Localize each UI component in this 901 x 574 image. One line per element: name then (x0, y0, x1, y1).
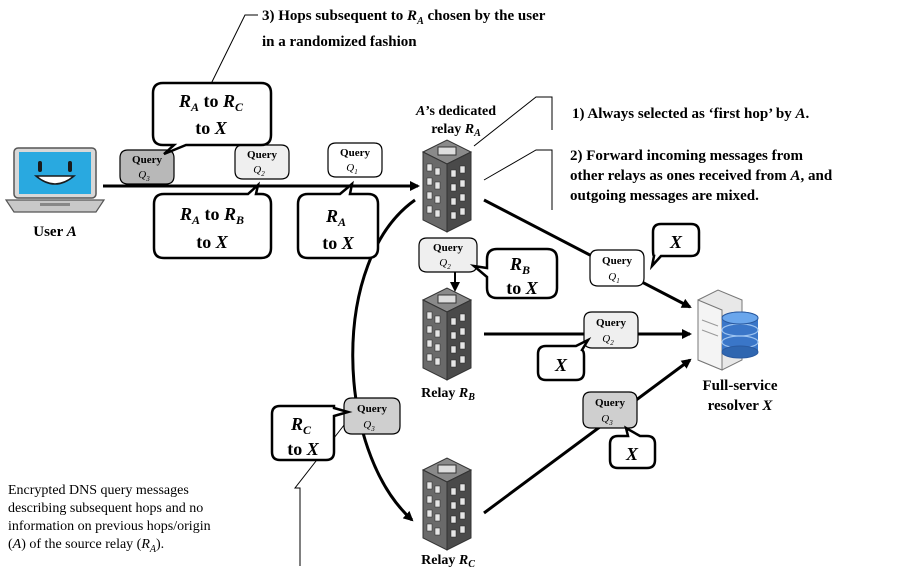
bubble-x-q2: X (536, 336, 592, 382)
query-box-q1-path: Query Q1 (589, 249, 645, 287)
resolver-label-line1: Full-service (703, 378, 778, 394)
svg-text:to X: to X (195, 118, 228, 138)
svg-text:Query: Query (596, 317, 626, 329)
resolver-label-line2: resolver X (708, 398, 774, 414)
encrypted-query-caption: Encrypted DNS query messages describing … (8, 483, 211, 555)
leader-line-note-2 (483, 149, 553, 210)
arrow-relay-a-to-resolver (483, 198, 692, 309)
svg-text:RB: RB (509, 254, 530, 277)
relay-b-building-icon (421, 287, 473, 381)
svg-text:Q1: Q1 (608, 271, 619, 285)
bubble-ra-to-rc-to-x: RA to RC to X (151, 81, 273, 156)
query-box-q3-path: Query Q3 (582, 391, 638, 429)
svg-text:RA: RA (325, 206, 346, 229)
user-label: User A (33, 224, 76, 240)
bubble-rb-to-x: RB to X (469, 247, 559, 300)
arrow-relay-a-to-relay-c (351, 198, 416, 522)
svg-text:to X: to X (322, 233, 355, 253)
bubble-ra-to-x: RA to X (296, 180, 380, 260)
svg-text:Q1: Q1 (346, 162, 357, 176)
svg-text:Q3: Q3 (138, 169, 150, 183)
svg-text:RA to RC: RA to RC (178, 91, 244, 114)
svg-text:Query: Query (602, 255, 632, 267)
server-database-icon (697, 289, 759, 371)
svg-text:Query: Query (433, 242, 463, 254)
query-box-q1-top: Query Q1 (327, 142, 383, 178)
svg-text:to X: to X (196, 232, 229, 252)
query-box-q3-curve: Query Q3 (343, 397, 401, 435)
svg-text:Query: Query (132, 154, 162, 166)
bubble-ra-to-rb-to-x: RA to RB to X (152, 181, 273, 260)
query-box-q2-relay-a: Query Q2 (418, 237, 478, 273)
leader-line-note-3 (206, 14, 258, 93)
svg-text:Q2: Q2 (439, 257, 451, 271)
svg-text:X: X (554, 355, 568, 375)
svg-text:to X: to X (506, 278, 539, 298)
svg-text:X: X (669, 232, 683, 252)
note-first-hop: 1) Always selected as ‘first hop’ by A. (572, 106, 810, 122)
svg-text:Q2: Q2 (253, 164, 265, 178)
note-hops-randomized: 3) Hops subsequent to RA chosen by the u… (262, 8, 546, 50)
query-box-q2-top: Query Q2 (234, 144, 290, 180)
svg-text:Q2: Q2 (602, 333, 614, 347)
svg-text:to X: to X (287, 439, 320, 459)
relay-a-building-icon (421, 139, 473, 233)
note-forward-mixed: 2) Forward incoming messages from other … (570, 148, 833, 204)
relay-a-label-line2: relay RA (431, 122, 481, 139)
svg-text:Query: Query (357, 403, 387, 415)
svg-text:Query: Query (247, 149, 277, 161)
svg-text:Q3: Q3 (601, 413, 613, 427)
relay-b-label: Relay RB (421, 386, 475, 403)
bubble-x-q1: X (649, 222, 701, 271)
relay-c-building-icon (421, 457, 473, 551)
bubble-x-q3: X (608, 425, 657, 470)
laptop-icon (4, 147, 106, 213)
leader-line-note-1 (473, 96, 553, 147)
svg-text:Query: Query (595, 397, 625, 409)
relay-a-label-line1: A’s dedicated (415, 104, 496, 119)
arrow-relay-c-to-resolver (483, 358, 692, 515)
svg-text:Query: Query (340, 147, 370, 159)
bubble-rc-to-x: RC to X (270, 404, 353, 462)
svg-text:Q3: Q3 (363, 419, 375, 433)
query-box-q3-top: Query Q3 (119, 149, 175, 185)
svg-text:RC: RC (290, 414, 312, 437)
query-box-q2-path: Query Q2 (583, 311, 639, 349)
svg-text:RA to RB: RA to RB (179, 204, 244, 227)
svg-text:X: X (625, 444, 639, 464)
relay-c-label: Relay RC (421, 553, 475, 570)
